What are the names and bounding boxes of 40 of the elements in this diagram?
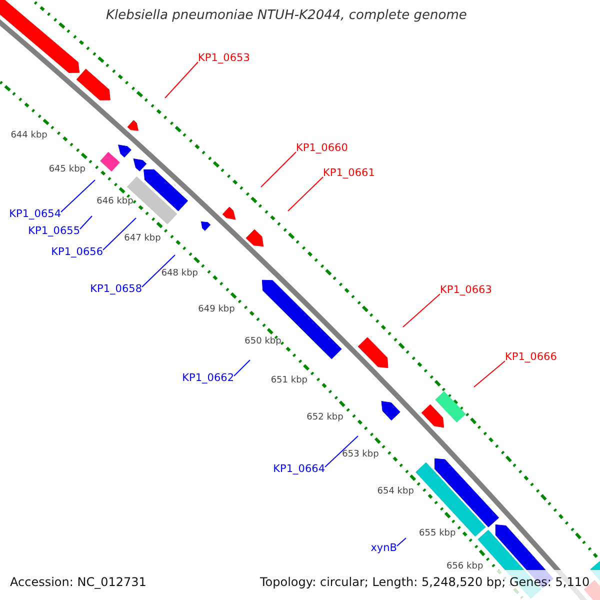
gene-label: KP1_0662 <box>182 372 234 384</box>
leader-line <box>234 360 250 376</box>
gene-label: KP1_0660 <box>296 142 348 154</box>
leader-line <box>474 360 506 388</box>
scale-label: 647 kbp <box>124 234 161 244</box>
scale-label: 648 kbp <box>161 270 198 279</box>
scale-label: 646 kbp <box>96 197 134 206</box>
leader-line <box>142 254 176 288</box>
leader-line <box>260 152 296 188</box>
leader-line <box>396 538 406 546</box>
gene-label: KP1_0666 <box>505 351 557 363</box>
gene-label: KP1_0658 <box>90 283 142 295</box>
gene-label: KP1_0664 <box>273 463 325 475</box>
scale-label: 655 kbp <box>419 530 456 539</box>
leader-line <box>402 294 440 328</box>
leader-line <box>102 218 136 250</box>
scale-label: 644 kbp <box>10 132 48 141</box>
scale-label: 650 kbp <box>244 338 282 347</box>
scale-label: 649 kbp <box>198 305 235 314</box>
gene-label: KP1_0654 <box>9 208 61 220</box>
leader-line <box>288 176 324 212</box>
leader-line <box>164 62 198 98</box>
scale-label: 656 kbp <box>446 562 484 572</box>
gene-label: KP1_0653 <box>198 52 250 64</box>
footer-text: Topology: circular; Length: 5,248,520 bp; Genes: 5,110 <box>260 576 590 588</box>
footer-text: Accession: NC_012731 <box>10 576 146 588</box>
leader-line <box>324 436 358 468</box>
scale-label: 651 kbp <box>270 376 308 386</box>
scale-label: 653 kbp <box>342 450 379 460</box>
gene-label: KP1_0656 <box>51 246 103 258</box>
scale-label: 652 kbp <box>306 413 344 422</box>
scale-label: 645 kbp <box>48 166 86 175</box>
leader-line <box>60 180 96 212</box>
map-title: Klebsiella pneumoniae NTUH-K2044, complete genome <box>106 9 467 22</box>
scale-label: 654 kbp <box>377 487 414 496</box>
gene-label: KP1_0663 <box>440 284 492 296</box>
gene-label: KP1_0661 <box>323 167 375 179</box>
gene-label: KP1_0655 <box>28 225 80 237</box>
leader-line <box>80 216 92 230</box>
gene-label: xynB <box>370 542 397 554</box>
